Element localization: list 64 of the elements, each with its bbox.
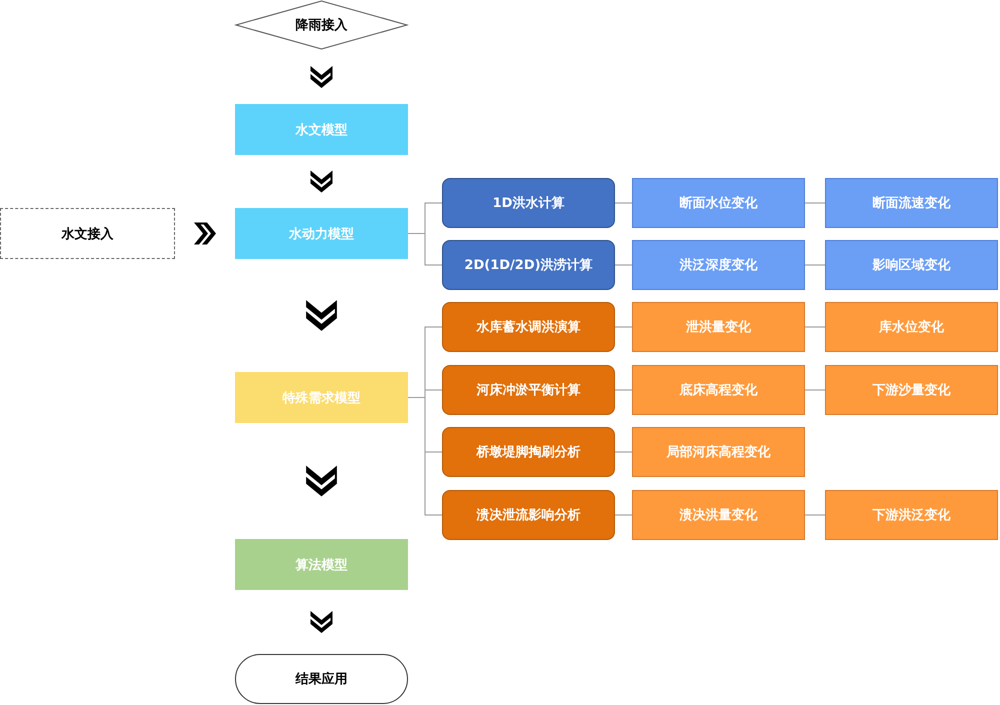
chevron-arrow — [310, 170, 332, 192]
node-label: 溃决泄流影响分析 — [476, 506, 580, 524]
process-box — [442, 240, 615, 290]
chevron-arrow — [306, 300, 337, 331]
node-label: 断面流速变化 — [872, 194, 950, 212]
node-label: 泄洪量变化 — [686, 318, 751, 336]
connector-line — [614, 326, 632, 328]
model-box — [235, 539, 408, 590]
chevron-arrow — [310, 611, 332, 633]
node-label: 溃决洪量变化 — [680, 506, 758, 524]
chevron-arrow — [306, 466, 337, 496]
terminal-box — [235, 654, 408, 704]
node-label: 结果应用 — [296, 670, 348, 688]
node-label: 水文接入 — [62, 226, 114, 242]
process-box — [442, 365, 615, 415]
node-label: 水库蓄水调洪演算 — [476, 318, 580, 336]
node-label: 影响区域变化 — [872, 256, 950, 274]
node-label: 下游沙量变化 — [872, 382, 950, 399]
result-box — [632, 178, 805, 228]
node-label: 桥墩堤脚掏刷分析 — [476, 444, 580, 461]
input-hexagon — [235, 0, 408, 50]
connector-line — [614, 514, 632, 516]
result-box — [632, 302, 805, 352]
node-label: 局部河床高程变化 — [666, 444, 770, 461]
node-label: 洪泛深度变化 — [680, 256, 758, 274]
model-box — [235, 208, 408, 259]
model-box — [235, 372, 408, 423]
process-box — [442, 427, 615, 477]
result-box — [825, 178, 998, 228]
result-box — [825, 302, 998, 352]
connector-line — [614, 202, 632, 204]
connector-line — [804, 326, 826, 328]
node-label: 算法模型 — [296, 556, 348, 574]
node-label: 1D洪水计算 — [492, 195, 564, 212]
input-box — [0, 208, 175, 259]
connector-line — [408, 397, 442, 516]
process-box — [442, 490, 615, 540]
node-label: 库水位变化 — [879, 318, 944, 336]
process-box — [442, 178, 615, 228]
connector-line — [804, 202, 826, 204]
node-label: 底床高程变化 — [680, 382, 758, 399]
result-box — [825, 490, 998, 540]
model-box — [235, 104, 408, 155]
node-label: 水文模型 — [296, 122, 348, 138]
result-box — [632, 240, 805, 290]
node-label: 2D(1D/2D)洪涝计算 — [464, 257, 593, 274]
node-label: 河床冲淤平衡计算 — [476, 382, 580, 399]
chevron-arrow — [310, 66, 332, 88]
result-box — [632, 427, 805, 477]
node-label: 降雨接入 — [296, 16, 348, 34]
process-box — [442, 302, 615, 352]
connector-line — [804, 514, 826, 516]
chevron-arrow — [194, 222, 216, 244]
node-label: 水动力模型 — [289, 226, 354, 242]
connector-line — [614, 264, 632, 266]
result-box — [632, 490, 805, 540]
node-label: 下游洪泛变化 — [872, 506, 950, 524]
node-label: 断面水位变化 — [680, 194, 758, 212]
connector-line — [408, 233, 442, 266]
connector-line — [804, 264, 826, 266]
result-box — [825, 365, 998, 415]
result-box — [825, 240, 998, 290]
result-box — [632, 365, 805, 415]
node-label: 特殊需求模型 — [282, 390, 360, 406]
